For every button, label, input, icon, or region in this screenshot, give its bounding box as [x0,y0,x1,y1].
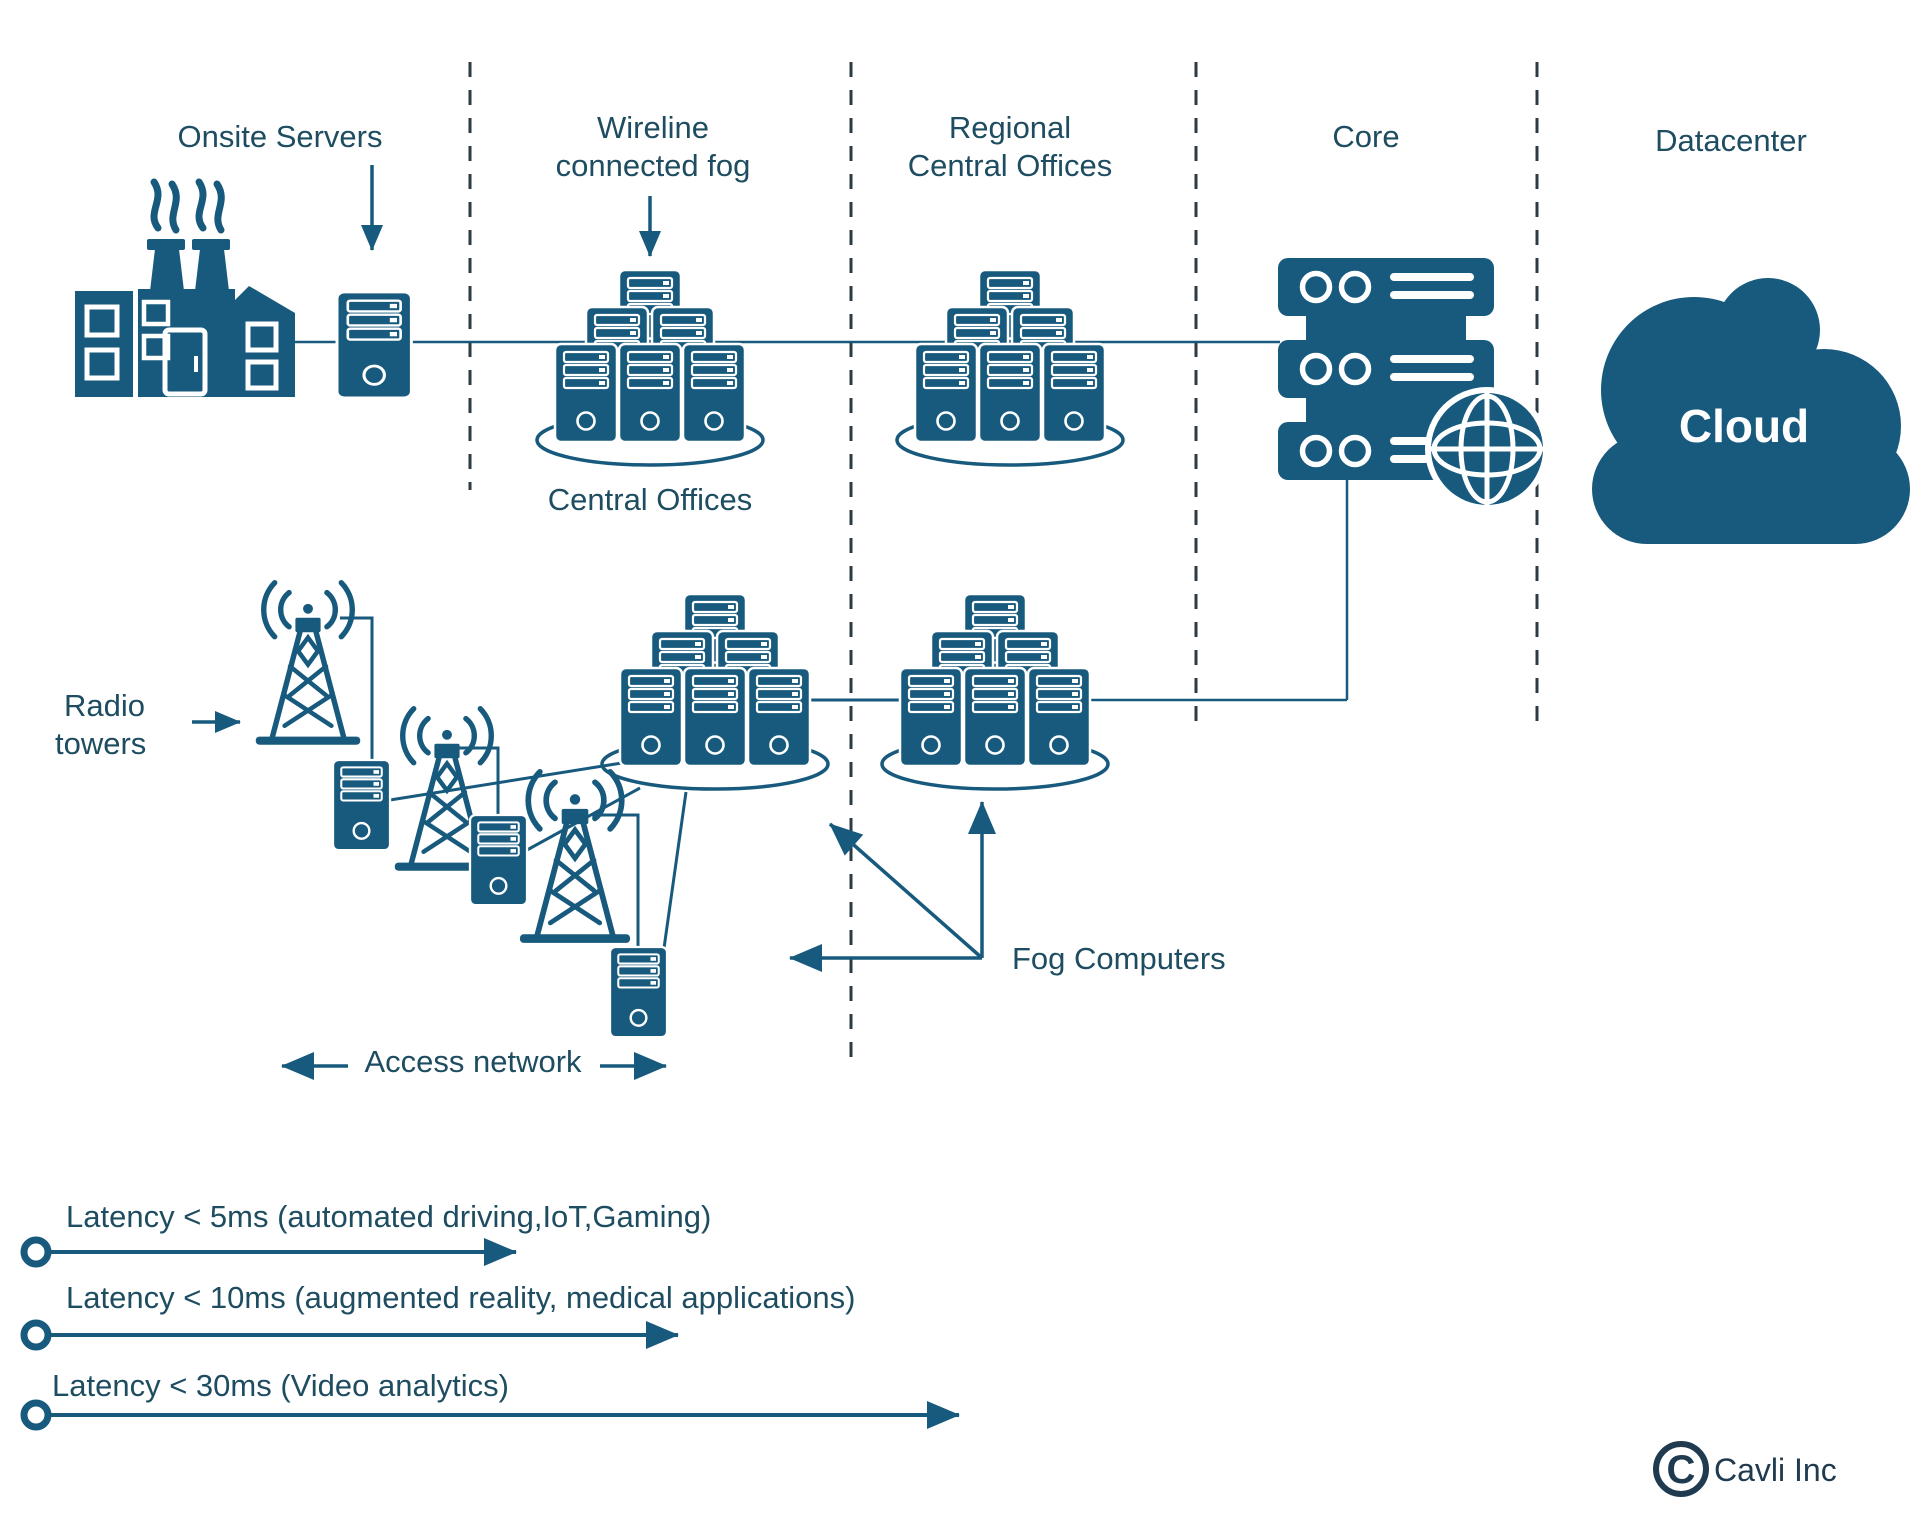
latency-5ms-label: Latency < 5ms (automated driving,IoT,Gam… [66,1199,711,1234]
header-regional-line2: Central Offices [908,148,1112,183]
central-offices-label: Central Offices [548,482,752,517]
access-network-label: Access network [364,1044,582,1079]
radio-towers-label-line2: towers [55,726,146,761]
fog-cluster-left-icon [602,594,828,789]
header-onsite-servers: Onsite Servers [177,119,382,154]
cloud-icon: Cloud [1592,278,1910,544]
latency-30ms-label: Latency < 30ms (Video analytics) [52,1368,509,1403]
latency-10ms-label: Latency < 10ms (augmented reality, medic… [66,1280,855,1315]
server1-to-fog-line [389,760,629,802]
latency-30ms-origin-dot [20,1399,52,1431]
brand-name: Cavli Inc [1714,1452,1837,1488]
edge-server-2-icon [468,813,529,907]
edge-server-1-icon [331,758,392,852]
header-regional-line1: Regional [949,110,1071,145]
edge-server-3-icon [608,945,669,1039]
latency-10ms-origin-dot [20,1319,52,1351]
brand-logo-letter: C [1667,1448,1696,1492]
fog-cluster-right-icon [882,594,1108,789]
section-divider-lines [468,62,1539,1062]
latency-5ms-origin-dot [20,1236,52,1268]
factory-icon [75,178,295,397]
tower3-server-link [592,813,640,950]
radio-tower-3-icon [520,772,630,943]
brand-logo: C Cavli Inc [1653,1441,1837,1497]
fog-arrow-diagonal [828,822,984,960]
header-datacenter: Datacenter [1655,123,1807,158]
fog-computers-arrows [789,801,996,972]
latency-annotations: Latency < 5ms (automated driving,IoT,Gam… [20,1199,960,1431]
fog-computers-label: Fog Computers [1012,941,1226,976]
header-core: Core [1332,119,1399,154]
radio-towers-label-line1: Radio [64,688,145,723]
cloud-label: Cloud [1679,400,1809,452]
radio-tower-1-icon [256,583,360,745]
brand-logo-ring [1653,1441,1709,1497]
regional-central-offices-cluster-icon [897,270,1123,465]
internet-globe-icon [1425,387,1549,511]
header-wireline-line1: Wireline [597,110,709,145]
central-offices-cluster-icon [537,270,763,465]
onsite-server-icon [335,290,413,400]
header-wireline-line2: connected fog [556,148,751,183]
